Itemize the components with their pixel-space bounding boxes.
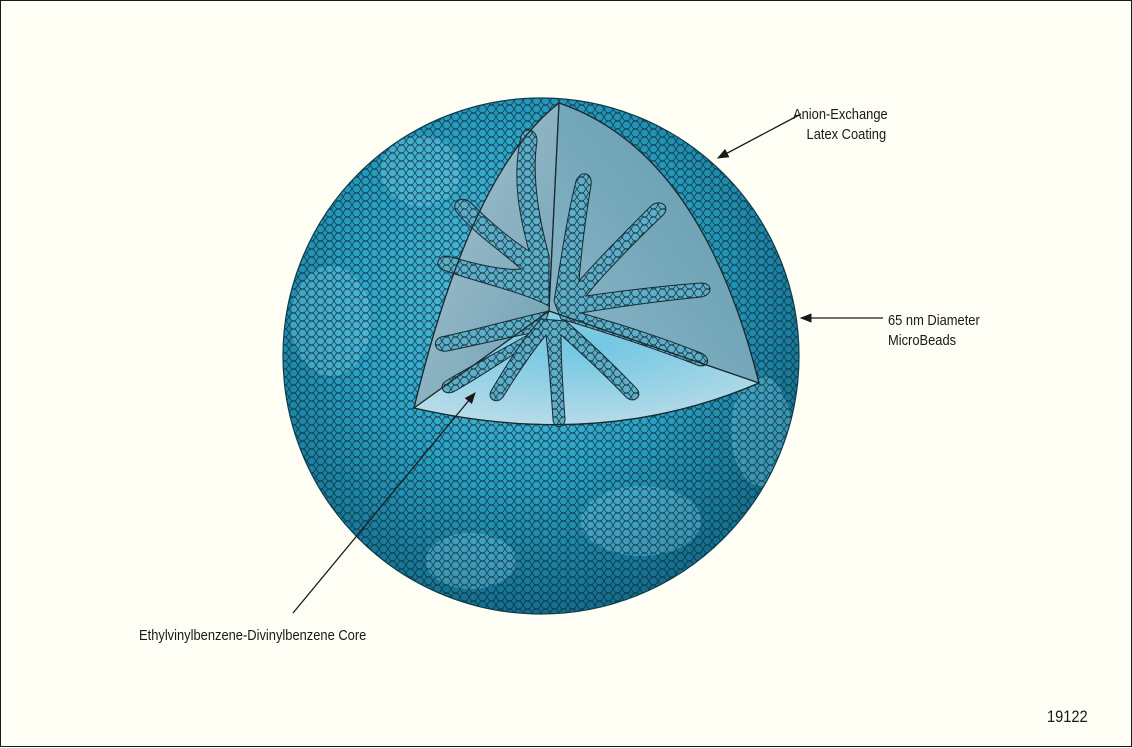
latex-coating-label-line1: Anion-Exchange: [793, 105, 888, 125]
microbeads-label-line1: 65 nm Diameter: [888, 311, 980, 331]
figure-id: 19122: [1047, 707, 1088, 727]
latex-coating-arrow: [718, 114, 801, 158]
microbeads-label-line2: MicroBeads: [888, 331, 980, 351]
latex-coating-label: Anion-Exchange Latex Coating: [793, 105, 888, 145]
core-label: Ethylvinylbenzene-Divinylbenzene Core: [139, 626, 366, 646]
latex-coating-label-line2: Latex Coating: [793, 125, 888, 145]
microbeads-label: 65 nm Diameter MicroBeads: [888, 311, 980, 351]
